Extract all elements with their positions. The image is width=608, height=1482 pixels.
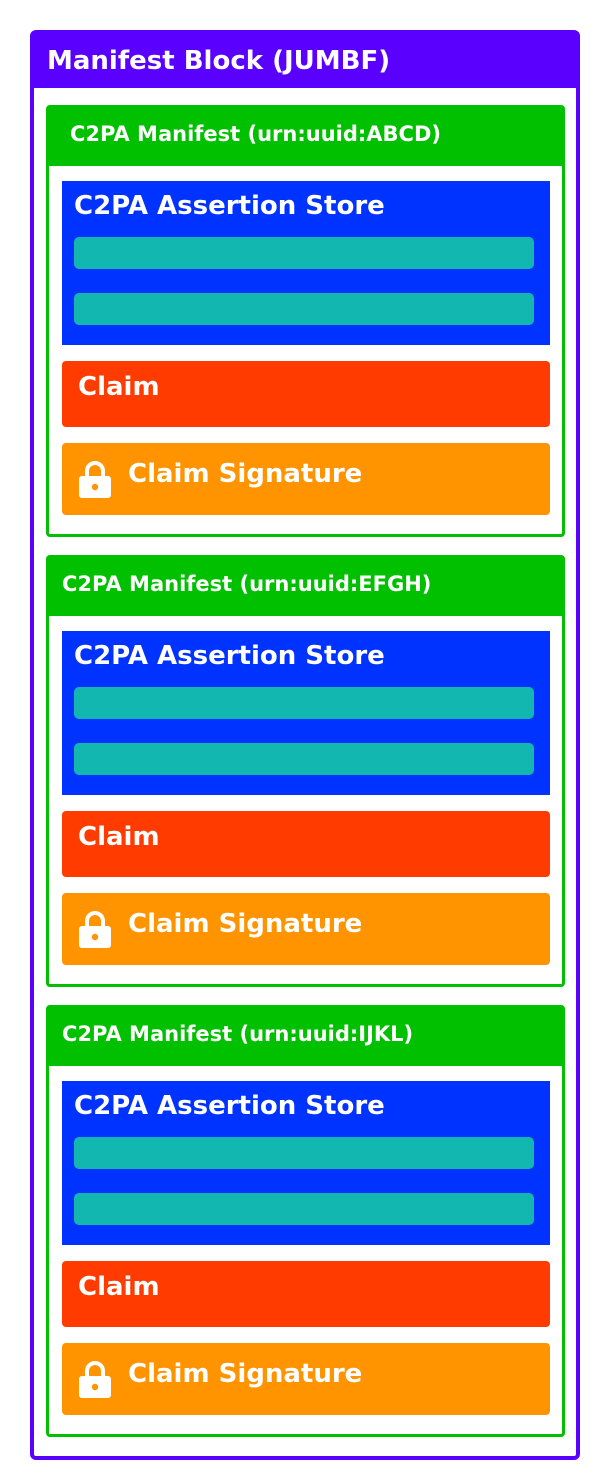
manifest-abcd: C2PA Manifest (urn:uuid:ABCD) C2PA Asser…: [46, 105, 565, 537]
manifest-title: C2PA Manifest (urn:uuid:IJKL): [49, 1008, 562, 1066]
claim: Claim: [62, 811, 550, 877]
claim-signature: Claim Signature: [62, 1343, 550, 1415]
claim-signature: Claim Signature: [62, 443, 550, 515]
claim-signature: Claim Signature: [62, 893, 550, 965]
assertion-bar: [74, 743, 534, 775]
manifest-efgh: C2PA Manifest (urn:uuid:EFGH) C2PA Asser…: [46, 555, 565, 987]
assertion-bar: [74, 1193, 534, 1225]
claim: Claim: [62, 361, 550, 427]
manifest-block-title: Manifest Block (JUMBF): [34, 34, 576, 88]
assertion-store: C2PA Assertion Store: [62, 181, 550, 345]
manifest-block: Manifest Block (JUMBF) C2PA Manifest (ur…: [30, 30, 580, 1460]
assertion-store: C2PA Assertion Store: [62, 631, 550, 795]
lock-icon: [79, 911, 111, 948]
manifest-title: C2PA Manifest (urn:uuid:EFGH): [49, 558, 562, 616]
assertion-bar: [74, 687, 534, 719]
claim-signature-label: Claim Signature: [128, 1359, 363, 1389]
assertion-store-title: C2PA Assertion Store: [74, 1091, 385, 1121]
claim-signature-label: Claim Signature: [128, 459, 363, 489]
assertion-bar: [74, 293, 534, 325]
claim: Claim: [62, 1261, 550, 1327]
manifest-ijkl: C2PA Manifest (urn:uuid:IJKL) C2PA Asser…: [46, 1005, 565, 1437]
assertion-bar: [74, 237, 534, 269]
assertion-store: C2PA Assertion Store: [62, 1081, 550, 1245]
assertion-store-title: C2PA Assertion Store: [74, 191, 385, 221]
lock-icon: [79, 1361, 111, 1398]
assertion-bar: [74, 1137, 534, 1169]
lock-icon: [79, 461, 111, 498]
claim-signature-label: Claim Signature: [128, 909, 363, 939]
assertion-store-title: C2PA Assertion Store: [74, 641, 385, 671]
manifest-title: C2PA Manifest (urn:uuid:ABCD): [49, 108, 562, 166]
